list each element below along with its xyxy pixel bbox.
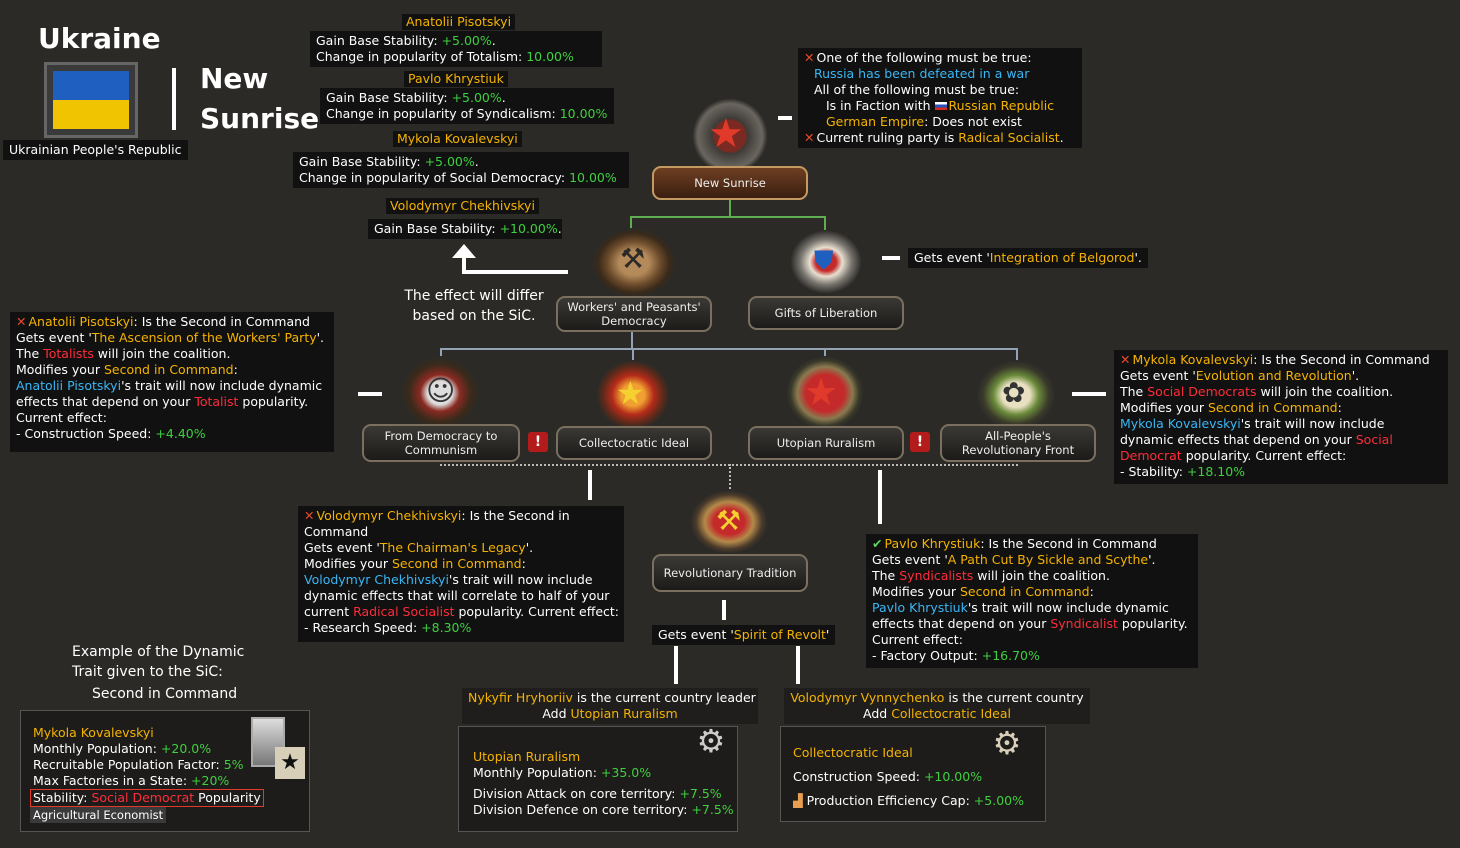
- connector: [882, 256, 900, 260]
- example-note: Example of the Dynamic Trait given to th…: [72, 644, 245, 702]
- country-flag: [44, 62, 138, 138]
- tree-title-1: New: [200, 62, 269, 95]
- utopian-panel-name: Utopian Ruralism: [473, 749, 581, 764]
- collect-panel-name: Collectocratic Ideal: [793, 745, 913, 760]
- marx-emblem[interactable]: ☺: [400, 356, 480, 430]
- red-star-icon: ★: [804, 370, 839, 414]
- shield-icon: ⛊: [814, 246, 834, 276]
- utopian-emblem[interactable]: ★: [786, 356, 864, 430]
- connector: [674, 646, 678, 684]
- hammer-icon: ⚒: [716, 504, 742, 537]
- tip-header-volodymyr: Volodymyr Chekhivskyi: [386, 198, 539, 214]
- hammer-icon: ⚒: [620, 242, 646, 275]
- tree-connector: [824, 216, 826, 230]
- utopian-ruralism-panel: Utopian Ruralism Monthly Population: +35…: [458, 722, 738, 832]
- tip-header-pavlo: Pavlo Khrystiuk: [404, 71, 508, 87]
- mutually-exclusive-icon: !: [910, 432, 930, 452]
- advisor-star-icon: ★: [275, 747, 305, 779]
- tree-connector: [630, 216, 632, 230]
- tip-header-anatolii: Anatolii Pisotskyi: [402, 14, 516, 30]
- arrow-shaft: [462, 252, 466, 274]
- tip-pavlo-effect: Gain Base Stability: +5.00%. Change in p…: [320, 88, 614, 124]
- focus-new-sunrise[interactable]: New Sunrise: [652, 166, 808, 200]
- tip-requirements: ✕One of the following must be true: Russ…: [798, 48, 1082, 148]
- tip-mykola-sic: ✕Mykola Kovalevskyi: Is the Second in Co…: [1114, 350, 1448, 484]
- tree-title-2: Sunrise: [200, 102, 320, 135]
- arrow-head-icon: [452, 244, 476, 258]
- tip-volodymyr-sic: ✕Volodymyr Chekhivskyi: Is the Second in…: [298, 506, 624, 642]
- tree-connector: [631, 332, 633, 350]
- tree-connector: [729, 200, 731, 218]
- tip-pavlo-sic: ✔Pavlo Khrystiuk: Is the Second in Comma…: [866, 534, 1198, 668]
- focus-collectocratic-ideal[interactable]: Collectocratic Ideal: [556, 426, 712, 460]
- tip-anatolii-effect: Gain Base Stability: +5.00%. Change in p…: [310, 31, 602, 67]
- tree-connector: [440, 348, 1018, 350]
- collect-idea-icon: ⚙: [992, 724, 1022, 762]
- focus-workers-peasants-democracy[interactable]: Workers' and Peasants' Democracy: [556, 296, 712, 332]
- mutually-exclusive-icon: !: [528, 432, 548, 452]
- focus-all-peoples-revolutionary-front[interactable]: All-People's Revolutionary Front: [940, 424, 1096, 462]
- tip-volodymyr-effect: Gain Base Stability: +10.00%.: [368, 219, 562, 239]
- sic-trait-tag: Agricultural Economist: [30, 807, 167, 823]
- focus-utopian-ruralism[interactable]: Utopian Ruralism: [748, 426, 904, 460]
- focus-revolutionary-tradition[interactable]: Revolutionary Tradition: [652, 554, 808, 592]
- all-people-emblem[interactable]: ✿: [976, 360, 1056, 430]
- red-star-icon: ★: [708, 111, 744, 157]
- focus-gifts-of-liberation[interactable]: Gifts of Liberation: [748, 296, 904, 330]
- title-divider: [172, 68, 176, 130]
- new-sunrise-emblem[interactable]: ★: [692, 98, 768, 174]
- connector: [358, 392, 382, 396]
- tip-mykola-effect: Gain Base Stability: +5.00%. Change in p…: [293, 152, 629, 188]
- country-name: Ukraine: [38, 22, 161, 55]
- wheat-icon: ✿: [1002, 376, 1026, 409]
- connector: [796, 646, 800, 684]
- workers-emblem[interactable]: ⚒: [592, 228, 676, 298]
- rev-trad-emblem[interactable]: ⚒: [690, 490, 768, 554]
- connector: [588, 470, 592, 500]
- tip-leader-hryhoriiv: Nykyfir Hryhoriiv is the current country…: [462, 688, 758, 724]
- connector: [722, 600, 726, 620]
- tip-gifts: Gets event 'Integration of Belgorod'.: [908, 248, 1148, 268]
- star-icon: ★: [616, 374, 645, 412]
- portrait-icon: ☺: [426, 374, 456, 407]
- tree-connector: [630, 216, 826, 218]
- collect-emblem[interactable]: ★: [596, 360, 670, 430]
- tree-connector: [824, 348, 826, 362]
- tree-connector: [440, 348, 442, 362]
- tip-spirit-of-revolt: Gets event 'Spirit of Revolt': [652, 625, 836, 645]
- country-subtitle: Ukrainian People's Republic: [3, 140, 188, 160]
- tip-header-mykola: Mykola Kovalevskyi: [393, 131, 522, 147]
- russia-flag-icon: [934, 102, 947, 110]
- sic-name: Mykola Kovalevskyi: [33, 725, 154, 740]
- advisor-portrait: [251, 717, 285, 767]
- tip-anatolii-sic: ✕Anatolii Pisotskyi: Is the Second in Co…: [10, 312, 334, 452]
- gifts-emblem[interactable]: ⛊: [790, 230, 862, 294]
- connector: [878, 470, 882, 524]
- sic-trait-panel: Mykola Kovalevskyi Monthly Population: +…: [20, 710, 310, 832]
- utopian-idea-icon: ⚙: [696, 722, 726, 760]
- tip-leader-vynnychenko: Volodymyr Vynnychenko is the current cou…: [784, 688, 1090, 724]
- production-icon: ▟: [793, 793, 803, 808]
- collectocratic-ideal-panel: Collectocratic Ideal Construction Speed:…: [780, 726, 1046, 822]
- dotted-connector: [729, 464, 731, 492]
- focus-from-democracy-to-communism[interactable]: From Democracy to Communism: [362, 424, 520, 462]
- tree-connector: [1016, 348, 1018, 362]
- connector: [778, 116, 792, 120]
- tree-connector: [632, 348, 634, 362]
- arrow-shaft: [462, 270, 568, 274]
- connector: [1072, 392, 1106, 396]
